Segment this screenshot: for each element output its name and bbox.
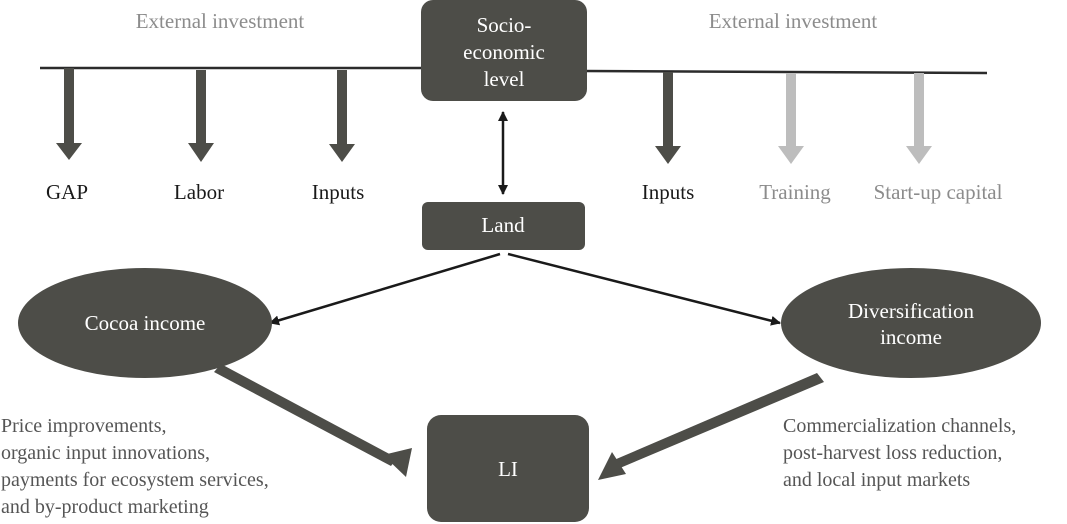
left-inputs-down-arrow [329, 70, 355, 162]
land-to-diversification-arrow [507, 252, 781, 326]
cocoa-income-node: Cocoa income [18, 268, 272, 378]
cocoa-to-li-arrow [214, 364, 412, 477]
diversification-income-line-1: Diversification [848, 299, 974, 323]
startup-capital-label: Start-up capital [874, 180, 1003, 204]
gap-down-arrow [56, 68, 82, 160]
land-label: Land [481, 213, 525, 237]
left-note-line-1: Price improvements, [1, 415, 167, 437]
right-investment-header: External investment [709, 9, 878, 33]
li-node: LI [427, 415, 589, 522]
socio-economic-line-1: Socio- [477, 13, 532, 37]
left-inputs-label: Inputs [312, 180, 365, 204]
socio-economic-node: Socio- economic level [421, 0, 587, 101]
right-inputs-label: Inputs [642, 180, 695, 204]
land-node: Land [422, 202, 585, 250]
training-down-arrow [778, 73, 804, 164]
right-note-line-2: post-harvest loss reduction, [783, 442, 1002, 464]
labor-label: Labor [174, 180, 224, 204]
left-note-line-3: payments for ecosystem services, [1, 469, 269, 491]
land-to-cocoa-arrow [269, 252, 501, 326]
left-note-line-2: organic input innovations, [1, 442, 210, 464]
li-label: LI [498, 457, 518, 481]
right-note-line-1: Commercialization channels, [783, 415, 1016, 437]
diversification-income-line-2: income [880, 325, 942, 349]
labor-down-arrow [188, 70, 214, 162]
right-investment-line [584, 69, 988, 75]
left-note-line-4: and by-product marketing [1, 496, 209, 518]
socio-economic-line-3: level [484, 67, 525, 91]
cocoa-income-label: Cocoa income [85, 311, 206, 335]
gap-label: GAP [46, 180, 88, 204]
diversification-to-li-arrow [598, 373, 824, 480]
socio-economic-line-2: economic [463, 40, 545, 64]
startup-capital-down-arrow [906, 73, 932, 164]
diversification-income-node: Diversification income [781, 268, 1041, 378]
training-label: Training [759, 180, 831, 204]
left-investment-header: External investment [136, 9, 305, 33]
right-note-line-3: and local input markets [783, 469, 970, 491]
right-inputs-down-arrow [655, 72, 681, 164]
